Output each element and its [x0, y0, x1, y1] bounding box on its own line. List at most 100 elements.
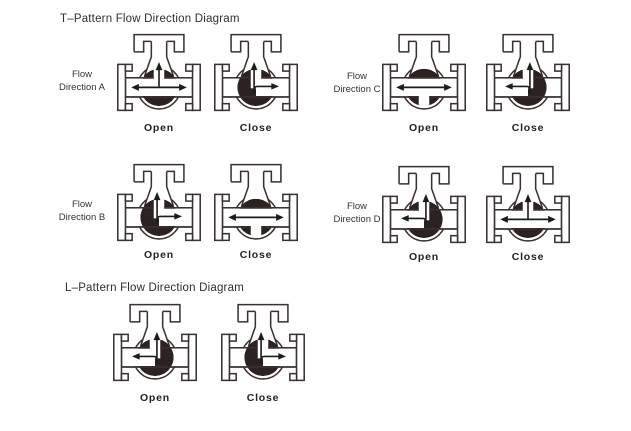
valve-state-label-a-open: Open [143, 122, 175, 134]
left-flange-tab-bottom [493, 102, 502, 112]
left-flange-tab-top [221, 63, 230, 72]
flow-direction-label-line1: Flow [71, 69, 93, 80]
arrowhead-right [276, 213, 284, 221]
right-flange-tab-bottom [554, 234, 563, 244]
top-flange [231, 34, 281, 52]
valve-state-label-d-close: Close [511, 251, 545, 263]
ball-port-channel [418, 200, 430, 221]
neck-outline [408, 173, 440, 209]
valve-state-label-b-close: Close [239, 249, 273, 261]
right-flange-tab-top [450, 63, 459, 72]
left-flange-plate [486, 195, 496, 244]
left-flange-plate [382, 195, 392, 244]
arrowhead-left [505, 83, 513, 90]
left-flange-plate [113, 333, 123, 382]
valve-diagram-d-open [378, 162, 470, 248]
top-flange-outline [133, 163, 185, 183]
ball-port-channel [522, 68, 534, 89]
right-flange-tab-bottom [185, 232, 194, 242]
neck-outline [408, 41, 440, 77]
neck-outline [143, 171, 175, 207]
arrowhead-right [444, 83, 452, 91]
top-flange-outline [237, 303, 289, 323]
right-flange-tab-bottom [181, 372, 190, 382]
valve-diagram-b-open [113, 160, 205, 246]
ball-port-channel [250, 217, 262, 237]
right-flange-tab-top [181, 333, 190, 342]
left-flange-tab-top [389, 63, 398, 72]
arrowhead-left [401, 215, 409, 222]
left-flange-tab-top [120, 333, 129, 342]
valve-state-label-l-close: Close [246, 392, 280, 404]
valve-cross-section [382, 165, 466, 244]
valve-diagram-a-open [113, 30, 205, 116]
arrowhead-up [422, 193, 430, 203]
left-flange-tab-top [493, 63, 502, 72]
left-flange-tab-bottom [389, 234, 398, 244]
right-flange-tab-bottom [282, 102, 291, 112]
top-flange [134, 164, 184, 182]
arrowhead-left [132, 353, 140, 360]
arrowhead-up [155, 61, 163, 71]
valve-diagram-l-close [217, 300, 309, 386]
top-flange [399, 166, 449, 184]
top-flange-outline [133, 33, 185, 53]
valve-cross-section [214, 163, 298, 242]
valve-state-label-b-open: Open [143, 249, 175, 261]
valve-state-label-c-open: Open [408, 122, 440, 134]
right-flange-plate [191, 193, 201, 242]
section-title-l-pattern: L–Pattern Flow Direction Diagram [65, 282, 244, 294]
neck-outline [139, 311, 171, 347]
left-flange-plate [382, 63, 392, 112]
top-flange [130, 304, 180, 322]
arrowhead-right [179, 83, 187, 91]
valve-cross-section [486, 165, 570, 244]
top-flange [399, 34, 449, 52]
arrowhead-left [228, 213, 236, 221]
right-flange-tab-top [289, 333, 298, 342]
valve-state-label-a-close: Close [239, 122, 273, 134]
right-flange-tab-bottom [289, 372, 298, 382]
top-flange-outline [502, 165, 554, 185]
right-flange-tab-bottom [450, 102, 459, 112]
top-flange-outline [230, 33, 282, 53]
right-flange-tab-top [282, 193, 291, 202]
top-flange [503, 166, 553, 184]
flow-arrow-elbow-left [138, 355, 158, 364]
arrowhead-left [500, 215, 508, 223]
right-flange-tab-top [185, 63, 194, 72]
arrowhead-up [153, 331, 161, 341]
right-flange-tab-top [185, 193, 194, 202]
flow-direction-label-line2: Direction B [58, 212, 106, 223]
valve-state-label-l-open: Open [139, 392, 171, 404]
left-flange-tab-bottom [120, 372, 129, 382]
right-flange-plate [456, 63, 466, 112]
right-flange-plate [295, 333, 305, 382]
valve-cross-section [214, 33, 298, 112]
valve-cross-section [113, 303, 197, 382]
left-flange-plate [117, 193, 127, 242]
right-flange-tab-top [554, 63, 563, 72]
right-flange-plate [456, 195, 466, 244]
left-flange-tab-top [228, 333, 237, 342]
top-flange-outline [129, 303, 181, 323]
ball-port-channel [153, 198, 165, 219]
neck-outline [240, 171, 272, 207]
left-flange-tab-top [389, 195, 398, 204]
left-flange-tab-bottom [221, 232, 230, 242]
valve-cross-section [117, 33, 201, 112]
arrowhead-up [524, 193, 532, 203]
neck-outline [247, 311, 279, 347]
left-flange-tab-bottom [124, 232, 133, 242]
arrowhead-up [526, 61, 534, 71]
left-flange-tab-bottom [389, 102, 398, 112]
top-flange [238, 304, 288, 322]
right-flange-tab-top [554, 195, 563, 204]
valve-diagram-c-open [378, 30, 470, 116]
valve-state-label-d-open: Open [408, 251, 440, 263]
right-flange-plate [187, 333, 197, 382]
right-flange-tab-bottom [450, 234, 459, 244]
